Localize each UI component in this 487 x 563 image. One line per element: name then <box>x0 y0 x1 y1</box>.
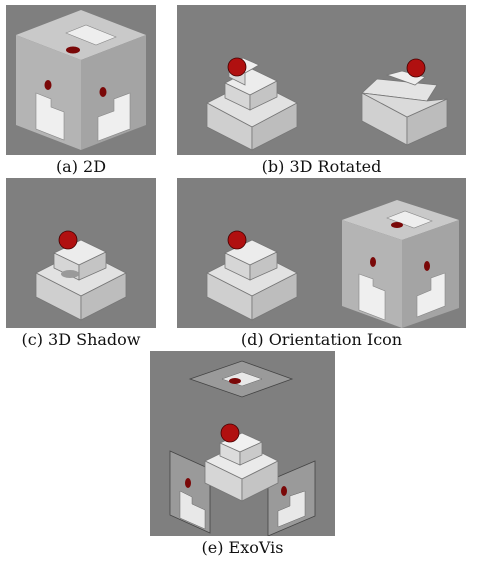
sphere-shadow <box>61 270 79 278</box>
right-projection-plane <box>267 460 316 536</box>
sphere-right-projection <box>99 87 107 97</box>
stair-block-center <box>204 432 279 502</box>
sphere-top-projection <box>66 46 80 54</box>
sphere <box>227 230 247 250</box>
orientation-icon-illustration <box>206 200 459 328</box>
blocks-3d-shadow-illustration <box>35 230 127 321</box>
orientation-cube-icon <box>342 200 459 328</box>
sphere-left-projection <box>44 80 52 90</box>
panel-e-exovis <box>150 351 335 536</box>
stair-block <box>206 239 298 321</box>
stair-block-shadow <box>35 239 127 321</box>
left-projection-plane <box>169 450 211 534</box>
sphere-right <box>406 58 426 78</box>
blocks-3d-rotated-illustration <box>206 57 448 151</box>
sphere <box>58 230 78 250</box>
caption-b: (b) 3D Rotated <box>261 157 382 176</box>
stair-block-right <box>361 70 448 146</box>
caption-e: (e) ExoVis <box>201 538 284 557</box>
panel-d-orientation-icon <box>177 178 466 328</box>
panel-c-3d-shadow <box>6 178 156 328</box>
caption-c: (c) 3D Shadow <box>21 330 141 349</box>
caption-d: (d) Orientation Icon <box>240 330 403 349</box>
stair-block-left <box>206 57 298 151</box>
cube-2d-illustration <box>16 10 146 150</box>
panel-a-2d <box>6 5 156 155</box>
top-projection-plane <box>188 360 294 398</box>
caption-a: (a) 2D <box>55 157 107 176</box>
sphere-left <box>227 57 247 77</box>
panel-b-3d-rotated <box>177 5 466 155</box>
exovis-illustration <box>169 360 316 536</box>
sphere <box>220 423 240 443</box>
